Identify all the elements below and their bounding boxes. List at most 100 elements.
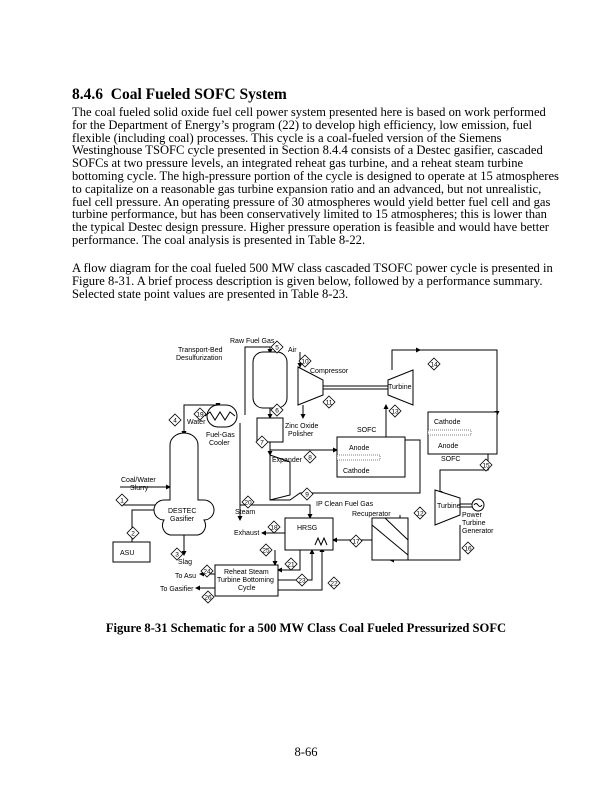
label: Anode (349, 445, 369, 452)
text-line: flexible (including coal) processes. Thi… (72, 130, 502, 145)
section-title: Coal Fueled SOFC System (110, 86, 287, 103)
label: Anode (438, 443, 458, 450)
state-point: 13 (388, 404, 402, 418)
node-number: 11 (326, 400, 333, 407)
text-line: for the Department of Energy’s program (… (72, 117, 533, 132)
state-point: 23 (295, 573, 309, 587)
label: To Gasifier (160, 586, 194, 593)
label: DESTEC (168, 508, 196, 515)
text-line: SOFCs at two pressure levels, an integra… (72, 156, 524, 171)
state-point: 11 (322, 395, 336, 409)
label: Water (187, 419, 206, 426)
node-number: 19 (196, 412, 204, 419)
label: Cycle (238, 585, 256, 592)
label: Raw Fuel Gas (230, 338, 275, 345)
text-line: performance. The coal analysis is presen… (72, 232, 366, 247)
state-point: 17 (349, 534, 363, 548)
label: Power (462, 512, 483, 519)
node-number: 4 (173, 418, 177, 425)
label: SOFC (357, 427, 376, 434)
label: Turbine (462, 520, 486, 527)
node-number: 2 (131, 531, 135, 538)
node-number: 5 (275, 345, 279, 352)
text-line: turbine performance, but has been conser… (72, 207, 547, 222)
turbine (387, 369, 414, 406)
state-points: 1 2 3 4 5 6 7 8 9 10 11 12 13 14 15 16 1… (115, 340, 493, 604)
paragraph-1: The coal fueled solid oxide fuel cell po… (72, 106, 559, 247)
node-number: 23 (298, 578, 306, 585)
label: Turbine (388, 384, 412, 391)
node-number: 26 (204, 595, 212, 602)
state-point: 12 (413, 506, 427, 520)
label: Expander (272, 457, 303, 464)
label: Fuel-Gas (206, 432, 235, 439)
label: Zinc Oxide (285, 423, 319, 430)
destec-gasifier (153, 432, 215, 536)
label: To Asu (175, 573, 196, 580)
text-line: Figure 8-31. A brief process description… (72, 273, 543, 288)
text-line: to capitalize on a reasonable gas turbin… (72, 181, 542, 196)
node-number: 3 (175, 552, 179, 559)
label: Cooler (209, 440, 230, 447)
section-number: 8.4.6 (72, 86, 103, 103)
power-turbine (434, 489, 461, 526)
state-point: 7 (255, 435, 269, 449)
text-line: Westinghouse TSOFC cycle presented in Se… (72, 143, 543, 158)
node-number: 14 (430, 362, 438, 369)
label: Slurry (130, 485, 149, 492)
label: Turbine Bottoming (217, 577, 274, 584)
state-point: 20 (241, 495, 255, 509)
paragraph-2: A flow diagram for the coal fueled 500 M… (72, 262, 553, 300)
label: Generator (462, 528, 494, 535)
label: Reheat Steam (224, 569, 269, 576)
state-point: 16 (461, 541, 475, 555)
asu-box (112, 541, 151, 563)
shafts (270, 385, 472, 508)
state-point: 6 (270, 403, 284, 417)
label: Compressor (310, 368, 349, 375)
node-number: 1 (120, 498, 124, 505)
node-number: 16 (464, 546, 472, 553)
state-point: 5 (270, 340, 284, 354)
reheat-steam-cycle-box (214, 564, 279, 597)
state-point: 25 (259, 543, 273, 557)
node-number: 13 (391, 409, 399, 416)
node-number: 17 (352, 539, 360, 546)
state-point: 15 (479, 458, 493, 472)
state-point: 2 (126, 526, 140, 540)
state-point: 18 (267, 520, 281, 534)
node-number: 25 (262, 548, 270, 555)
zinc-oxide-polisher (256, 417, 284, 443)
cooler-coil (204, 411, 236, 421)
label: Recuperator (352, 511, 391, 518)
state-point: 22 (327, 576, 341, 590)
node-number: 10 (301, 359, 309, 366)
node-number: 24 (203, 569, 211, 576)
hrsg-box (284, 517, 334, 551)
node-number: 8 (308, 455, 312, 462)
state-point: 26 (201, 590, 215, 604)
state-point: 24 (200, 564, 214, 578)
state-point: 14 (427, 357, 441, 371)
state-point: 21 (284, 557, 298, 571)
text-line: bottoming cycle. The high-pressure porti… (72, 168, 559, 183)
sofc-1-electrolyte (336, 454, 381, 461)
section-heading: 8.4.6 Coal Fueled SOFC System (72, 86, 287, 104)
node-number: 22 (330, 581, 338, 588)
label: SOFC (441, 456, 460, 463)
desulfurizer-vessel (252, 351, 288, 409)
state-point: 9 (300, 487, 314, 501)
compressor (297, 366, 324, 406)
label: Slag (178, 559, 192, 566)
state-point: 1 (115, 493, 129, 507)
node-number: 20 (244, 500, 252, 507)
node-number: 9 (305, 492, 309, 499)
label: Gasifier (170, 516, 195, 523)
flow-lines (120, 346, 500, 591)
node-number: 15 (482, 463, 490, 470)
text-line: fuel cell pressure. An operating pressur… (72, 194, 551, 209)
label: Cathode (434, 419, 461, 426)
label: Cathode (343, 468, 370, 475)
expander (269, 454, 291, 501)
